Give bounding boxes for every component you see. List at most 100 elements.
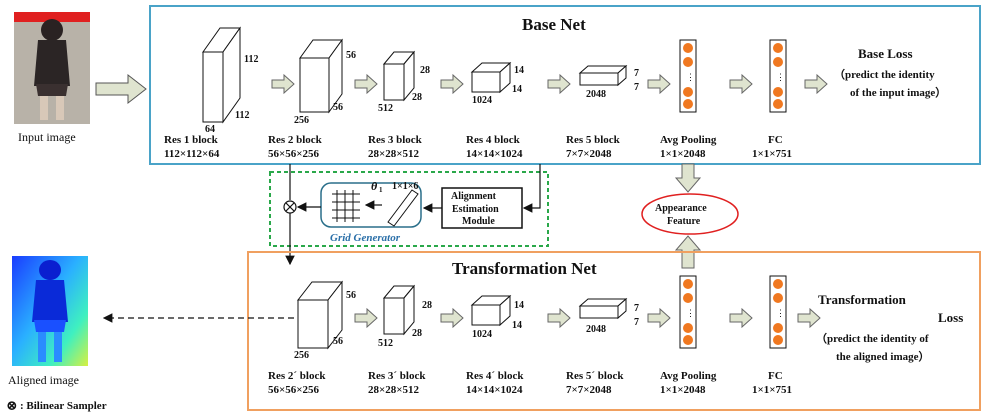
svg-text:⋮: ⋮	[686, 308, 695, 318]
trans-block-labels: Res 2´ block 56×56×256 Res 3´ block 28×2…	[268, 370, 792, 396]
legend: ⊗ : Bilinear Sampler	[6, 399, 107, 414]
transformation-net-title: Transformation Net	[452, 259, 597, 278]
trans-flow-arrows	[354, 307, 821, 329]
res5p-dim-c: 2048	[586, 324, 606, 335]
appearance-line2: Feature	[667, 216, 701, 227]
svg-text:⋮: ⋮	[776, 308, 785, 318]
base-loss-title: Base Loss	[858, 46, 913, 61]
base-block-labels: Res 1 block 112×112×64 Res 2 block 56×56…	[164, 134, 792, 160]
res4-block-shape	[470, 61, 512, 94]
trans-res2-shape: 56×56×256	[268, 384, 320, 396]
base-res3-label: Res 3 block	[368, 134, 423, 146]
res3-dim-c: 512	[378, 103, 393, 114]
trans-avgpool-shape-label: 1×1×2048	[660, 384, 706, 396]
res4-dim-c: 1024	[472, 95, 492, 106]
res4p-dim-w: 14	[512, 320, 522, 331]
res5-dim-c: 2048	[586, 89, 606, 100]
base-loss-desc-1: （predict the identity	[834, 68, 935, 81]
res1-dim-h: 112	[244, 54, 258, 65]
legend-symbol: ⊗	[6, 399, 18, 414]
res2-dim-h: 56	[346, 50, 356, 61]
base-res1-label: Res 1 block	[164, 134, 219, 146]
aligned-image	[12, 256, 88, 366]
legend-text: : Bilinear Sampler	[20, 400, 107, 412]
res5-block-shape	[578, 64, 628, 87]
base-res4-shape: 14×14×1024	[466, 148, 523, 160]
res3p-block-shape	[382, 284, 416, 336]
trans-res3-label: Res 3´ block	[368, 370, 426, 382]
res4p-dim-h: 14	[514, 300, 524, 311]
res5p-dim-w: 7	[634, 317, 639, 328]
trans-res5-label: Res 5´ block	[566, 370, 624, 382]
res2p-dim-c: 256	[294, 350, 309, 361]
res2-dim-w: 56	[333, 102, 343, 113]
alignment-line3: Module	[462, 216, 495, 227]
trans-loss-desc-2: the aligned image）	[836, 350, 930, 363]
res1-dim-c: 64	[205, 124, 215, 135]
theta-label: θ	[371, 179, 378, 193]
base-loss-desc-2: of the input image）	[850, 86, 946, 99]
base-res3-shape: 28×28×512	[368, 148, 420, 160]
res2p-block-shape	[296, 280, 344, 350]
res3-dim-w: 28	[412, 92, 422, 103]
alignment-line1: Alignment	[451, 191, 497, 202]
trans-res4-label: Res 4´ block	[466, 370, 524, 382]
res5-dim-w: 7	[634, 82, 639, 93]
base-avgpool-label: Avg Pooling	[660, 134, 717, 146]
res1-block-shape	[202, 26, 241, 124]
trans-res3-shape: 28×28×512	[368, 384, 420, 396]
res4-dim-h: 14	[514, 65, 524, 76]
trans-res2-label: Res 2´ block	[268, 370, 326, 382]
base-net-box	[149, 5, 981, 165]
res2-dim-c: 256	[294, 115, 309, 126]
res5p-dim-h: 7	[634, 303, 639, 314]
res4p-block-shape	[470, 294, 512, 327]
input-image	[14, 12, 90, 124]
base-fc-shape-label: 1×1×751	[752, 148, 792, 160]
base-avgpool-shape: ⋮	[679, 39, 697, 113]
base-res4-label: Res 4 block	[466, 134, 521, 146]
trans-avgpool-label: Avg Pooling	[660, 370, 717, 382]
svg-text:⋮: ⋮	[776, 72, 785, 82]
base-fc-label: FC	[768, 134, 783, 146]
base-avgpool-shape-label: 1×1×2048	[660, 148, 706, 160]
base-res2-shape: 56×56×256	[268, 148, 320, 160]
appearance-line1: Appearance	[655, 203, 707, 214]
theta-shape: 1×1×6	[392, 181, 418, 192]
grid-icon	[332, 190, 360, 222]
base-fc-shape: ⋮	[769, 39, 787, 113]
base-to-appearance-arrow	[674, 163, 702, 193]
base-res1-shape: 112×112×64	[164, 148, 220, 160]
res3p-dim-c: 512	[378, 338, 393, 349]
base-net-title: Base Net	[522, 15, 586, 34]
aligned-image-caption: Aligned image	[8, 373, 79, 387]
appearance-feature-ellipse	[641, 193, 739, 235]
trans-fc-shape-label: 1×1×751	[752, 384, 792, 396]
trans-res4-shape: 14×14×1024	[466, 384, 523, 396]
res4p-dim-c: 1024	[472, 329, 492, 340]
res2p-dim-w: 56	[333, 336, 343, 347]
res2-block-shape	[299, 38, 343, 114]
res1-dim-w: 112	[235, 110, 249, 121]
alignment-module-box	[441, 187, 523, 229]
res4-to-alignment-line	[522, 164, 541, 213]
base-res5-shape: 7×7×2048	[566, 148, 612, 160]
res4-dim-w: 14	[512, 84, 522, 95]
trans-loss-title-2: Loss	[938, 310, 963, 325]
trans-avgpool-shape: ⋮	[679, 275, 697, 349]
base-flow-arrows	[271, 73, 828, 95]
input-arrow	[95, 73, 147, 105]
base-res5-label: Res 5 block	[566, 134, 621, 146]
transformation-net-box	[247, 251, 981, 411]
trans-loss-title-1: Transformation	[818, 292, 907, 307]
trans-fc-shape: ⋮	[769, 275, 787, 349]
res2p-dim-h: 56	[346, 290, 356, 301]
trans-res5-shape: 7×7×2048	[566, 384, 612, 396]
res3p-dim-h: 28	[422, 300, 432, 311]
alignment-line2: Estimation	[452, 204, 499, 215]
res3-block-shape	[382, 50, 416, 102]
trans-loss-desc-1: （predict the identity of	[816, 332, 929, 345]
grid-generator-region	[269, 171, 549, 247]
trans-fc-label: FC	[768, 370, 783, 382]
base-res2-label: Res 2 block	[268, 134, 323, 146]
